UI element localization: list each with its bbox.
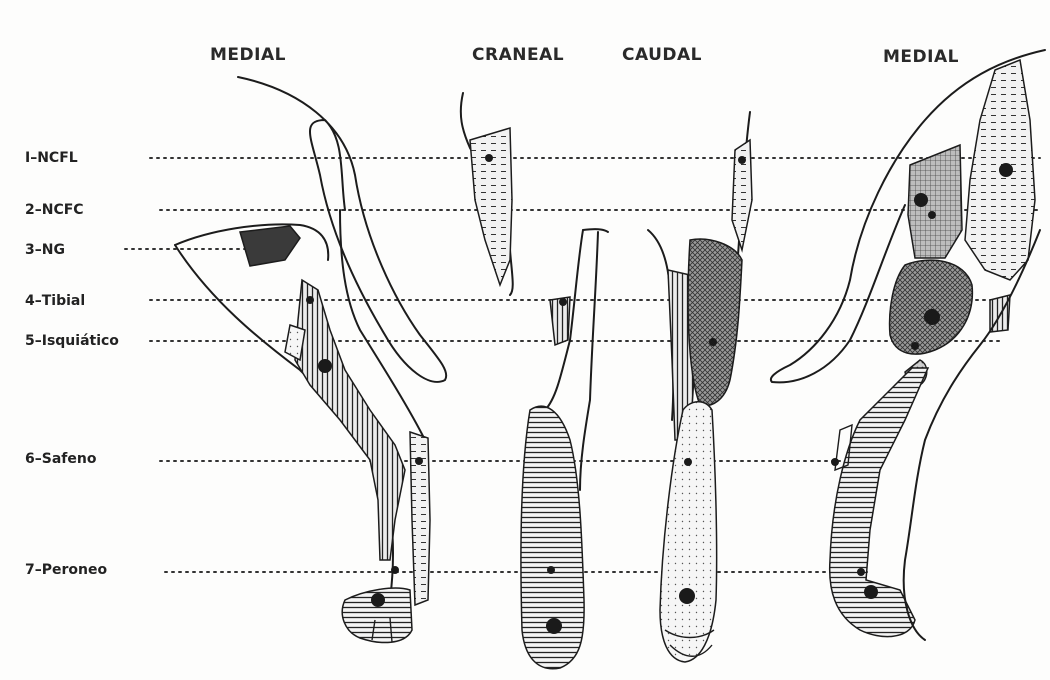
point-ncfl-right [999,163,1013,177]
view-title-cranial: CRANEAL [472,45,564,65]
nerve-label-isquiatico: 5–Isquiático [25,333,119,349]
point-paw-cranial [546,618,562,634]
nerve-label-ncfl: I–NCFL [25,150,78,166]
limb-medial-right [771,50,1045,640]
point-ncfl-cranial [485,154,493,162]
point-paw-left [371,593,385,607]
zone-isquiatico-left [295,280,405,560]
point-ncfl-caudal [738,156,746,164]
zone-isquiatico-caudal [688,239,742,406]
point-safeno-left [415,457,423,465]
point-dot-right [911,342,919,350]
point-tibial-left [306,296,314,304]
point-peroneo-right [857,568,865,576]
point-safeno-caudal [684,458,692,466]
point-tibial-cranial [559,298,567,306]
point-peroneo-cranial [547,566,555,574]
nerve-label-safeno: 6–Safeno [25,451,97,467]
zone-safeno-caudal [660,402,717,662]
nerve-label-ng: 3–NG [25,242,65,258]
limb-cranial [461,93,608,669]
limb-caudal [648,112,752,662]
zone-ng-left [240,226,300,266]
zone-ncfl-cranial [470,128,512,285]
view-title-medial-left: MEDIAL [210,45,286,65]
nerve-label-tibial: 4–Tibial [25,293,85,309]
point-ncfc-small-right [928,211,936,219]
point-isquiatico-caudal [709,338,717,346]
caudal-left-outline [648,230,673,420]
point-paw-right [864,585,878,599]
point-safeno-right [831,458,839,466]
cranial-right-outline [580,232,598,490]
leader-lines [125,158,1040,572]
point-ncfc-right [914,193,928,207]
nerve-label-peroneo: 7–Peroneo [25,562,107,578]
cranial-stifle-outline [583,229,608,232]
point-isquiatico-right [924,309,940,325]
point-peroneo-left [391,566,399,574]
zone-isquiatico-right [890,260,973,354]
view-title-caudal: CAUDAL [622,45,702,65]
nerve-label-ncfc: 2–NCFC [25,202,84,218]
point-isquiatico-left [318,359,332,373]
view-title-medial-right: MEDIAL [883,47,959,67]
point-paw-caudal [679,588,695,604]
limb-medial-left [175,77,446,643]
